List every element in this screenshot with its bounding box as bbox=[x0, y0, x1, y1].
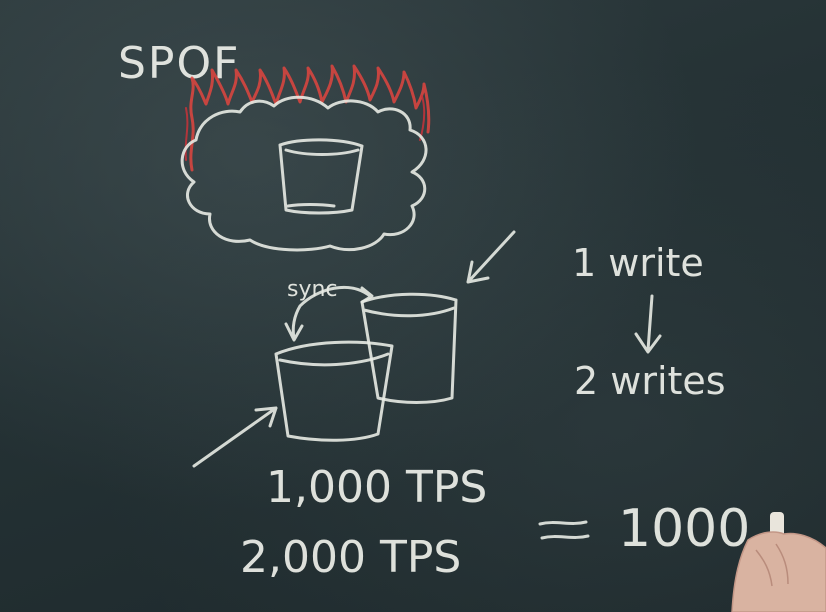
primary-database-icon bbox=[278, 138, 364, 215]
hand-holding-chalk bbox=[731, 512, 826, 612]
tps-2000-label: 2,000 TPS bbox=[240, 532, 461, 583]
spof-label: SPOF bbox=[118, 38, 240, 89]
tps-1000-label: 1,000 TPS bbox=[266, 462, 487, 513]
equals-1000-label: 1000 bbox=[618, 499, 750, 559]
one-write-label: 1 write bbox=[572, 241, 704, 285]
pointer-arrow-top bbox=[466, 230, 516, 284]
down-arrow-icon bbox=[634, 294, 662, 354]
approx-sign bbox=[538, 520, 590, 540]
two-writes-label: 2 writes bbox=[574, 359, 726, 403]
spof-cloud bbox=[180, 95, 428, 252]
replica-database-back-icon bbox=[360, 292, 458, 404]
replica-database-front-icon bbox=[274, 340, 394, 442]
pointer-arrow-bottom bbox=[192, 406, 278, 468]
